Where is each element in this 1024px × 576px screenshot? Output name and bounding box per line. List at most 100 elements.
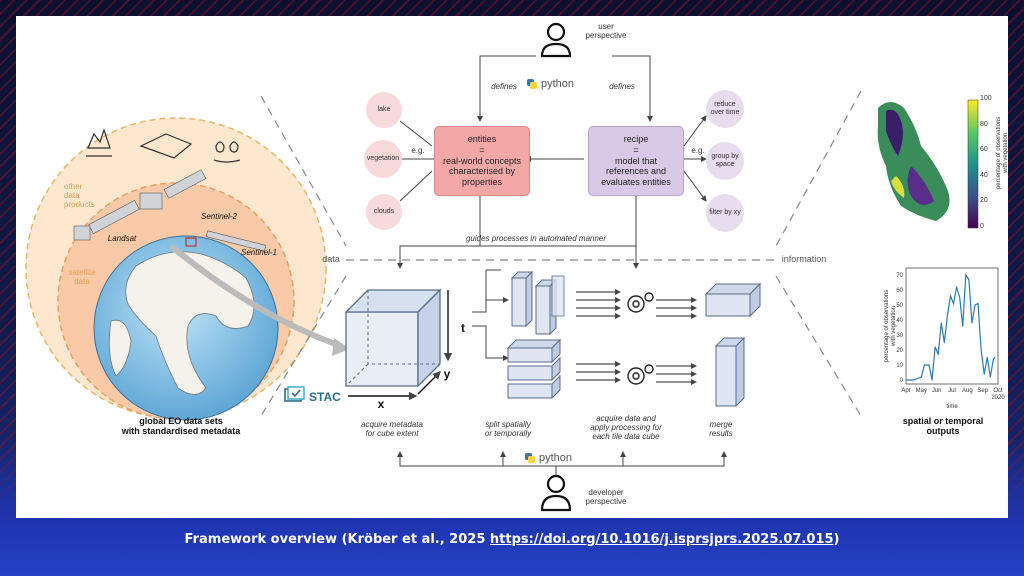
data-point bbox=[923, 364, 926, 366]
recipe-box: recipe = model that references and evalu… bbox=[588, 126, 684, 196]
data-point bbox=[965, 274, 967, 276]
data-point bbox=[931, 379, 933, 381]
axis-y-label: y bbox=[443, 367, 451, 381]
data-point bbox=[992, 358, 995, 360]
data-point bbox=[980, 349, 982, 351]
diagram-lines bbox=[25, 22, 979, 512]
y-tick-label: 50 bbox=[896, 303, 903, 309]
defines-left-label: defines bbox=[491, 82, 517, 91]
python-label: python bbox=[541, 78, 575, 90]
developer-perspective-label: developer perspective bbox=[585, 488, 627, 507]
step-acquire-metadata: acquire metadata for cube extent bbox=[361, 420, 423, 439]
recipe-example-reduce: reduce over time bbox=[706, 90, 744, 128]
y-tick-label: 10 bbox=[896, 363, 903, 369]
stac-logo: STAC bbox=[284, 386, 341, 407]
other-data-products-label: other data products bbox=[64, 182, 95, 210]
y-tick-label: 20 bbox=[896, 348, 903, 354]
recipe-example-filter: filter by xy bbox=[706, 194, 744, 232]
figure-panel: user perspective defines defines python … bbox=[16, 16, 1009, 518]
sentinel2-label: Sentinel-2 bbox=[200, 212, 238, 221]
guides-label: guides processes in automated manner bbox=[465, 234, 607, 243]
eg-left-label: e.g. bbox=[411, 146, 425, 155]
axis-t-label: t bbox=[461, 321, 465, 335]
x-tick-label: Aug bbox=[962, 388, 973, 394]
x-tick-label: Jul bbox=[948, 388, 956, 394]
data-point bbox=[913, 379, 915, 381]
satellite-data-label: satellite data bbox=[68, 268, 96, 287]
y-tick-label: 60 bbox=[896, 288, 903, 294]
data-point bbox=[905, 379, 907, 381]
information-label: information bbox=[781, 254, 827, 264]
data-point bbox=[956, 286, 958, 288]
caption-prefix: Framework overview (Kröber et al., 2025 bbox=[184, 532, 490, 547]
doi-link[interactable]: https://doi.org/10.1016/j.isprsjprs.2025… bbox=[489, 532, 834, 547]
data-point bbox=[949, 295, 952, 297]
colorbar-tick: 80 bbox=[980, 120, 988, 128]
recipe-example-group: group by space bbox=[706, 142, 744, 180]
entity-example-lake: lake bbox=[366, 92, 402, 128]
series-line bbox=[906, 273, 996, 381]
x-tick-label: Oct bbox=[993, 388, 1003, 394]
data-point bbox=[994, 356, 996, 359]
entity-example-vegetation: vegetation bbox=[364, 140, 402, 178]
colorbar-tick: 60 bbox=[980, 146, 988, 154]
outputs-caption: spatial or temporal outputs bbox=[902, 416, 984, 437]
data-point bbox=[989, 376, 991, 378]
sentinel1-label: Sentinel-1 bbox=[240, 248, 278, 257]
data-point bbox=[940, 322, 942, 324]
landsat-label: Landsat bbox=[107, 234, 137, 243]
x-tick-label: 2020 bbox=[991, 395, 1005, 401]
colorbar-tick: 0 bbox=[980, 223, 984, 230]
entity-example-clouds: clouds bbox=[366, 194, 402, 230]
data-point bbox=[920, 376, 922, 378]
data-point bbox=[959, 296, 961, 299]
axis-x-label: x bbox=[377, 397, 385, 411]
data-point bbox=[983, 373, 985, 375]
y-tick-label: 30 bbox=[896, 333, 903, 339]
step-merge: merge results bbox=[709, 420, 733, 439]
stac-icon bbox=[284, 386, 306, 407]
colorbar-tick: 40 bbox=[980, 171, 988, 179]
data-label: data bbox=[322, 254, 340, 264]
y-tick-label: 0 bbox=[900, 378, 904, 384]
python-label: python bbox=[539, 452, 573, 464]
y-axis-label: with vegetation bbox=[891, 306, 897, 347]
colorbar-tick: 20 bbox=[980, 197, 988, 205]
user-perspective-label: user perspective bbox=[585, 22, 627, 41]
data-point bbox=[952, 302, 955, 305]
colorbar bbox=[967, 99, 979, 229]
data-point bbox=[986, 356, 988, 359]
data-point bbox=[977, 302, 979, 305]
x-tick-label: Apr bbox=[901, 388, 910, 394]
data-point bbox=[934, 346, 936, 348]
chart-frame bbox=[905, 267, 999, 385]
data-point bbox=[937, 353, 939, 356]
stac-label: STAC bbox=[309, 389, 341, 404]
defines-right-label: defines bbox=[609, 82, 635, 91]
python-logo-top: python bbox=[526, 78, 574, 90]
data-point bbox=[962, 325, 964, 327]
data-point bbox=[928, 364, 930, 366]
slide-caption: Framework overview (Kröber et al., 2025 … bbox=[0, 532, 1024, 547]
eg-right-label: e.g. bbox=[691, 146, 705, 155]
x-axis-label: time bbox=[946, 404, 958, 410]
python-icon bbox=[524, 452, 536, 464]
x-tick-label: May bbox=[916, 388, 927, 394]
colorbar-tick: 100 bbox=[980, 95, 992, 102]
step-acquire-process: acquire data and apply processing for ea… bbox=[590, 414, 662, 442]
globe-caption: global EO data sets with standardised me… bbox=[121, 416, 241, 437]
y-tick-label: 70 bbox=[896, 273, 903, 279]
data-point bbox=[946, 314, 949, 317]
data-point bbox=[971, 322, 973, 324]
python-logo-bottom: python bbox=[524, 452, 572, 464]
x-tick-label: Sep bbox=[977, 388, 988, 394]
x-tick-label: Jun bbox=[932, 388, 942, 394]
y-axis-label: percentage of observations bbox=[884, 290, 890, 362]
data-point bbox=[974, 304, 976, 306]
data-point bbox=[943, 341, 945, 344]
y-tick-label: 40 bbox=[896, 318, 903, 324]
caption-suffix: ) bbox=[833, 532, 840, 547]
python-icon bbox=[526, 78, 538, 90]
entities-box: entities = real-world concepts character… bbox=[434, 126, 530, 196]
